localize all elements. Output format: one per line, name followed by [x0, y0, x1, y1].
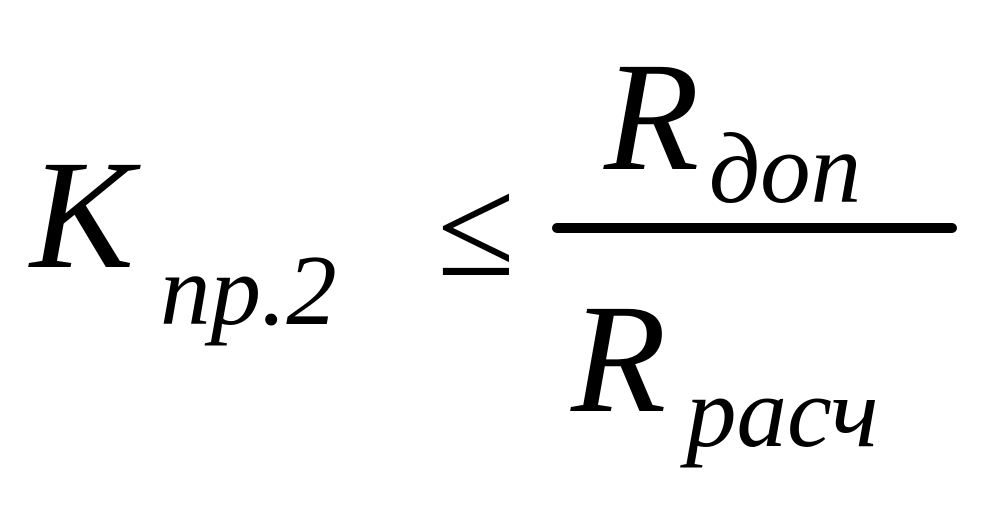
numerator-symbol: R: [604, 30, 700, 203]
fraction-bar: [552, 223, 957, 233]
denominator-symbol: R: [571, 272, 667, 445]
denominator-subscript: расч: [686, 356, 879, 468]
lhs-symbol: K: [30, 128, 135, 301]
numerator-subscript: доп: [709, 112, 862, 224]
lhs-subscript: пр.2: [160, 234, 337, 346]
less-than-or-equal-sign: ≤: [437, 148, 515, 306]
